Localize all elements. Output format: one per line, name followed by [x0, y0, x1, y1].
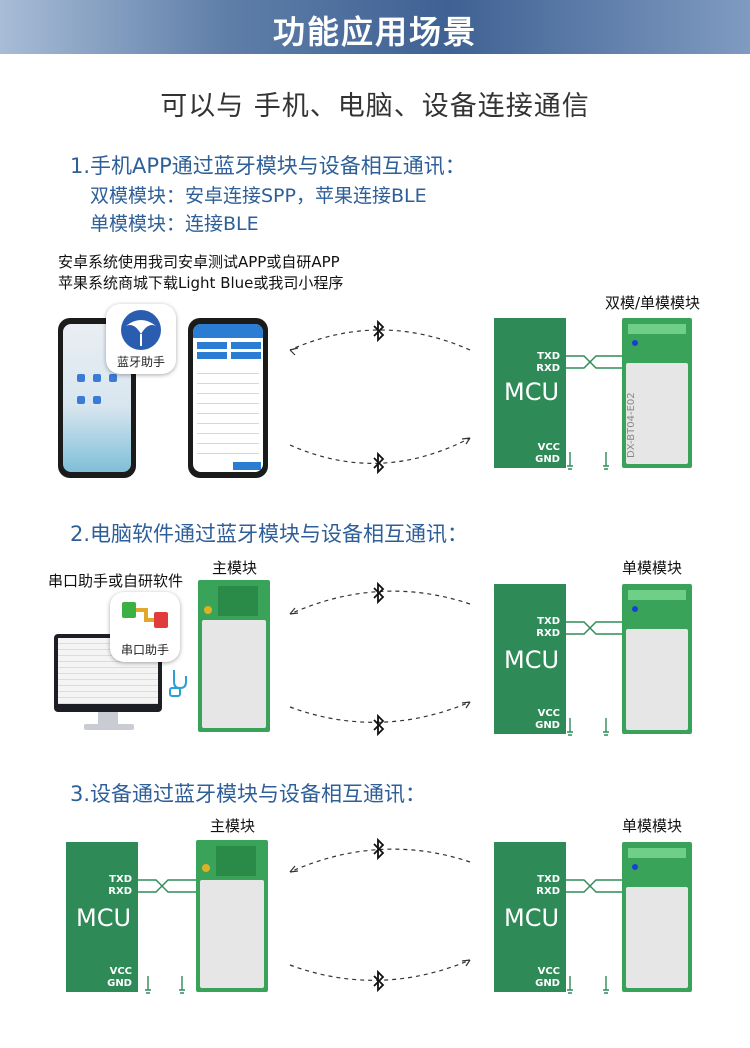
section1-line1: 双模模块：安卓连接SPP，苹果连接BLE [90, 185, 427, 207]
section1-note2: 苹果系统商城下载Light Blue或我司小程序 [58, 274, 344, 292]
master-module [198, 580, 270, 732]
phone-screen-2 [193, 324, 263, 472]
bluetooth-icon [373, 970, 385, 992]
wiring-1 [566, 355, 624, 470]
mcu-label: MCU [504, 904, 560, 932]
mcu-board-2: MCU TXD RXD VCC GND [494, 584, 566, 734]
vcc-pin: VCC [537, 442, 560, 453]
title-banner [0, 0, 750, 54]
section1-line2: 单模模块：连接BLE [90, 213, 259, 235]
vcc-pin: VCC [537, 966, 560, 977]
gnd-pin: GND [535, 454, 560, 465]
page-title: 功能应用场景 [272, 13, 477, 51]
bluetooth-icon [373, 582, 385, 604]
bluetooth-icon [373, 320, 385, 342]
iphone [188, 318, 268, 478]
vcc-pin: VCC [109, 966, 132, 977]
pc-software-label: 串口助手或自研软件 [48, 572, 184, 590]
mcu-label: MCU [504, 646, 560, 674]
master-module-3 [196, 840, 268, 992]
section1-note1: 安卓系统使用我司安卓测试APP或自研APP [58, 253, 340, 271]
single-mode-module-3 [622, 842, 692, 992]
bird-logo-icon [121, 310, 161, 350]
txd-pin: TXD [109, 874, 132, 885]
mcu-label: MCU [76, 904, 132, 932]
section3-title: 3.设备通过蓝牙模块与设备相互通讯： [70, 782, 427, 806]
gnd-pin: GND [107, 978, 132, 989]
wiring-2 [566, 621, 624, 736]
master-label-3: 主模块 [210, 817, 256, 835]
bluetooth-icon [373, 452, 385, 474]
mcu-label: MCU [504, 378, 560, 406]
serial-port-icon [122, 602, 168, 628]
single-label-3: 单模模块 [622, 817, 683, 835]
module-model: DX-BT04-E02 [626, 392, 637, 458]
rxd-pin: RXD [536, 363, 560, 374]
section1-title: 1.手机APP通过蓝牙模块与设备相互通讯： [70, 154, 466, 178]
wireless-link-1 [289, 329, 471, 464]
serial-assistant-badge: 串口助手 [110, 592, 180, 662]
bluetooth-icon [373, 714, 385, 736]
master-label: 主模块 [212, 559, 258, 577]
wiring-3b [566, 879, 624, 994]
single-mode-module: DX-BT04-E02 [622, 318, 692, 468]
txd-pin: TXD [537, 616, 560, 627]
txd-pin: TXD [537, 874, 560, 885]
mcu-board: MCU TXD RXD VCC GND [494, 318, 566, 468]
gnd-pin: GND [535, 978, 560, 989]
wiring-3a [138, 879, 196, 994]
gnd-pin: GND [535, 720, 560, 731]
pc-monitor [54, 634, 162, 712]
vcc-pin: VCC [537, 708, 560, 719]
usb-icon [169, 670, 187, 697]
page-subtitle: 可以与 手机、电脑、设备连接通信 [160, 91, 590, 122]
bluetooth-icon [373, 838, 385, 860]
txd-pin: TXD [537, 351, 560, 362]
mcu-board-3b: MCU TXD RXD VCC GND [494, 842, 566, 992]
badge-label: 蓝牙助手 [116, 355, 165, 369]
bluetooth-assistant-badge: 蓝牙助手 [106, 304, 176, 374]
rxd-pin: RXD [108, 886, 132, 897]
rxd-pin: RXD [536, 628, 560, 639]
mcu-board-3a: MCU TXD RXD VCC GND [66, 842, 138, 992]
rxd-pin: RXD [536, 886, 560, 897]
single-label: 单模模块 [622, 559, 683, 577]
badge-label-2: 串口助手 [120, 643, 169, 657]
module-label: 双模/单模模块 [605, 294, 701, 312]
single-mode-module-2 [622, 584, 692, 734]
section2-title: 2.电脑软件通过蓝牙模块与设备相互通讯： [70, 522, 469, 546]
